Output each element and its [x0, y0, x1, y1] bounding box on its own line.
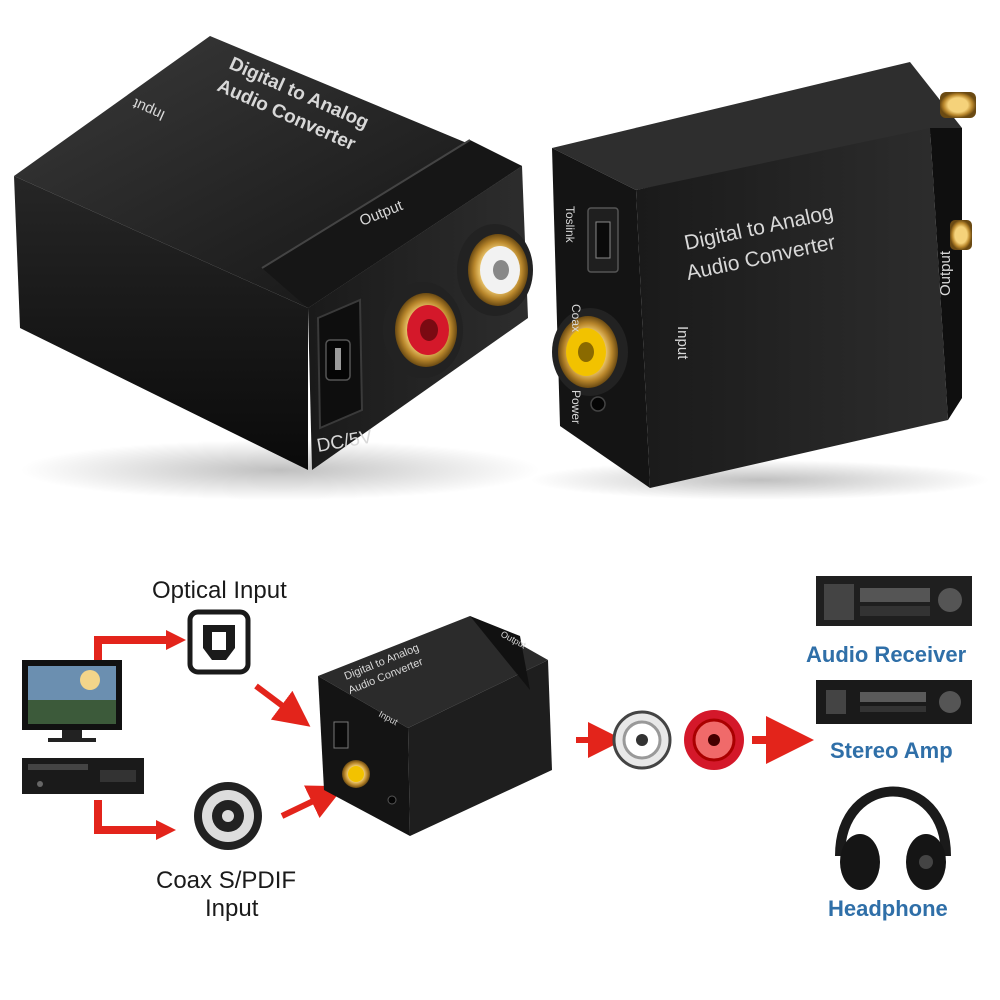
right-unit-output-band: [930, 128, 962, 420]
stereo-amp-label: Stereo Amp: [830, 738, 953, 763]
coax-input-label-line2: Input: [205, 895, 259, 922]
right-converter-unit: Digital to Analog Audio Converter Input …: [530, 62, 990, 500]
power-led: [590, 396, 606, 412]
arrow-optical-to-unit: [254, 683, 311, 727]
small-converter-unit: Digital to Analog Audio Converter Input …: [318, 616, 552, 836]
tv-icon: [22, 660, 122, 742]
optical-port-icon: [187, 609, 251, 675]
coax-input-label-line1: Coax S/PDIF: [156, 867, 296, 894]
connection-diagram: Optical Input Coax S/PDIF Input: [22, 576, 972, 922]
left-unit-output-band: [262, 140, 522, 308]
dc-power-jack: [316, 298, 364, 430]
dvd-player-icon: [22, 758, 144, 794]
rca-red-jack: [383, 282, 463, 378]
rca-red-output-icon: [684, 710, 744, 770]
headphone-icon: [835, 786, 951, 890]
arrow-to-optical: [94, 636, 168, 660]
audio-receiver-label: Audio Receiver: [806, 642, 967, 667]
arrow-to-coax: [94, 800, 158, 834]
left-unit-side-face: [14, 176, 308, 470]
right-unit-coax-label: Coax: [569, 304, 583, 332]
toslink-port: [587, 207, 619, 273]
stereo-amp-icon: [816, 680, 972, 724]
right-unit-output-label: Output: [937, 250, 954, 296]
rca-white-jack: [457, 224, 533, 316]
left-converter-unit: Digital to Analog Audio Converter Input …: [14, 36, 540, 500]
right-unit-toslink-label: Toslink: [563, 206, 577, 244]
headphone-label: Headphone: [828, 896, 948, 921]
audio-receiver-icon: [816, 576, 972, 626]
optical-input-label: Optical Input: [152, 577, 287, 604]
rca-white-output-icon: [612, 710, 672, 770]
coax-yellow-jack: [552, 308, 628, 396]
right-unit-input-label: Input: [674, 326, 691, 360]
right-unit-front-face: [636, 128, 948, 488]
right-unit-power-label: Power: [569, 390, 583, 424]
arrow-coax-to-unit: [280, 785, 345, 819]
coax-port-icon: [194, 782, 262, 850]
